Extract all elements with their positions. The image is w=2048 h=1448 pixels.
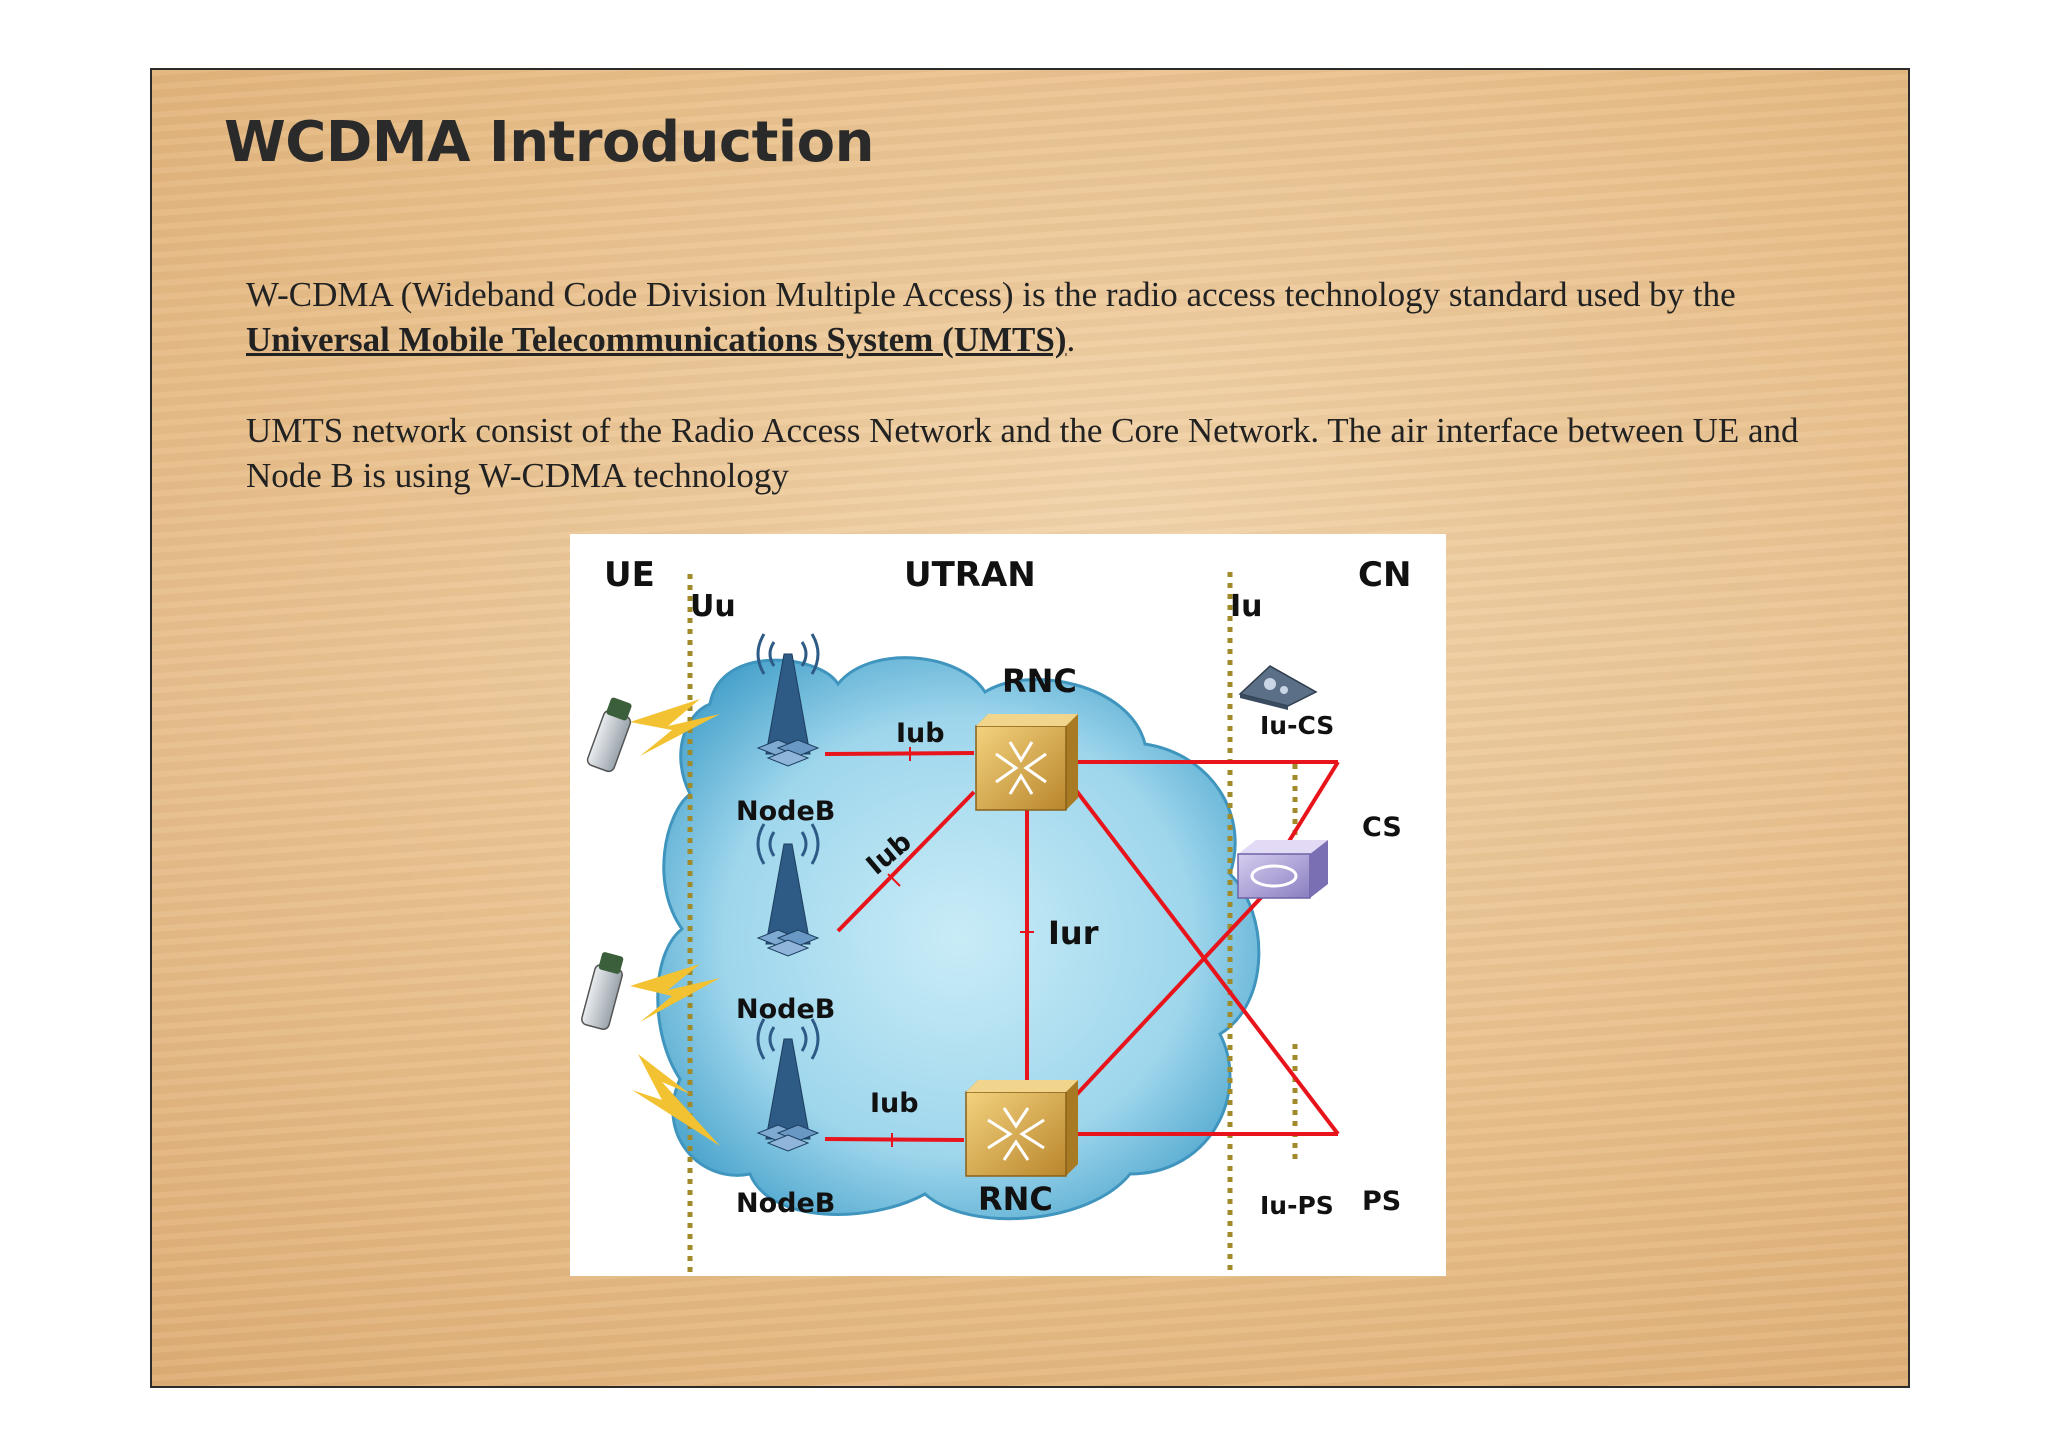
- iu-label: Iu: [1230, 589, 1263, 624]
- nodeb-tower-icon: [756, 633, 820, 1152]
- iu-cs-label: Iu-CS: [1260, 711, 1334, 740]
- rnc-router-icon: [965, 714, 1078, 1177]
- iub-top-label: Iub: [896, 718, 945, 749]
- iub-bottom-label: Iub: [870, 1088, 919, 1119]
- cs-label: CS: [1362, 812, 1402, 843]
- nodeb-mid-label: NodeB: [736, 994, 835, 1025]
- iur-label: Iur: [1048, 914, 1099, 952]
- rnc-top-label: RNC: [1002, 662, 1077, 700]
- utran-label: UTRAN: [904, 555, 1036, 595]
- cn-label: CN: [1358, 555, 1411, 595]
- lightning-icon: [630, 699, 720, 1146]
- umts-link[interactable]: Universal Mobile Telecommunications Syst…: [246, 320, 1067, 359]
- mobile-phone-icon: [581, 697, 632, 1030]
- network-links: [824, 751, 1340, 1142]
- ps-label: PS: [1362, 1186, 1401, 1217]
- intro-paragraph: W-CDMA (Wideband Code Division Multiple …: [246, 272, 1806, 362]
- network-paragraph: UMTS network consist of the Radio Access…: [246, 411, 1799, 495]
- ue-label: UE: [604, 555, 655, 595]
- nodeb-bottom-label: NodeB: [736, 1188, 835, 1219]
- rnc-bottom-label: RNC: [978, 1180, 1053, 1218]
- slide: WCDMA Introduction W-CDMA (Wideband Code…: [150, 68, 1910, 1388]
- uu-label: Uu: [690, 589, 736, 624]
- intro-text-end: .: [1066, 320, 1076, 359]
- intro-text: W-CDMA (Wideband Code Division Multiple …: [246, 275, 1736, 314]
- cs-switch-icon: [1237, 840, 1328, 899]
- msc-server-icon: [1238, 665, 1318, 710]
- utran-cloud: [656, 656, 1261, 1221]
- nodeb-top-label: NodeB: [736, 796, 835, 827]
- slide-title: WCDMA Introduction: [224, 110, 874, 175]
- iu-ps-label: Iu-PS: [1260, 1191, 1334, 1220]
- umts-architecture-diagram: UE UTRAN CN Uu Iu RNC Iub NodeB Iub Iur …: [570, 534, 1446, 1276]
